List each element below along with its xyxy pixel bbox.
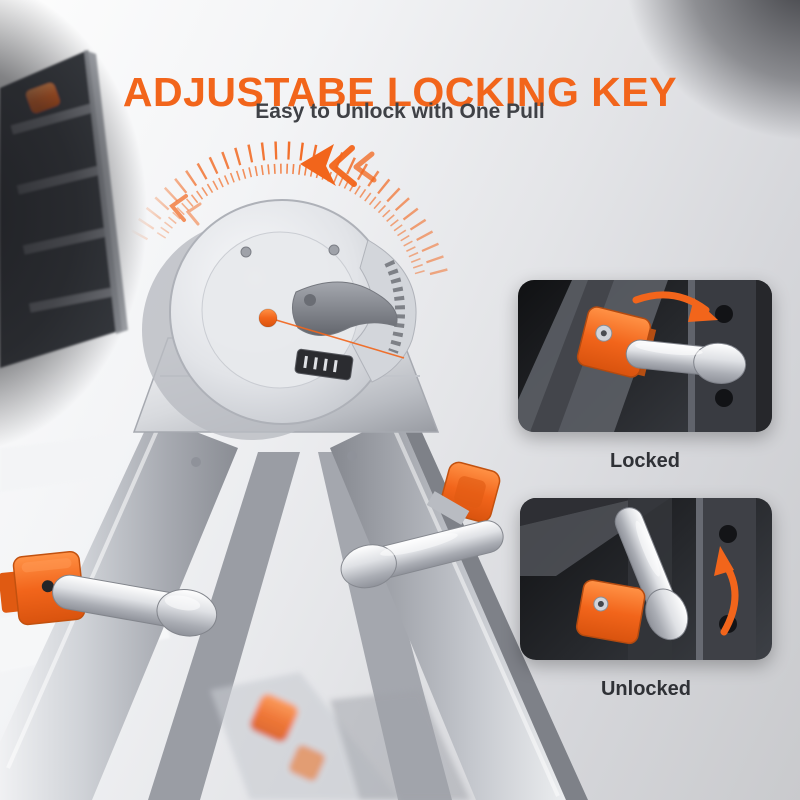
locked-handle xyxy=(625,339,747,384)
locked-label: Locked xyxy=(609,450,681,472)
curved-arrow-icon xyxy=(632,291,718,322)
left-lock-handle xyxy=(52,574,218,637)
unlocked-orange-bracket xyxy=(575,579,646,645)
page-subtitle: Easy to Unlock with One Pull xyxy=(255,100,545,123)
right-lock-knob xyxy=(426,461,501,525)
curved-arrow-icon xyxy=(714,546,739,636)
unlocked-label: Unlocked xyxy=(600,678,692,700)
right-lock-handle xyxy=(340,520,504,589)
lower-ladder-blur xyxy=(210,672,470,800)
left-lock-bracket xyxy=(0,550,86,626)
inset-locked-photo xyxy=(518,280,772,432)
unlocked-handle xyxy=(614,507,689,641)
inset-unlocked-photo xyxy=(520,498,772,660)
